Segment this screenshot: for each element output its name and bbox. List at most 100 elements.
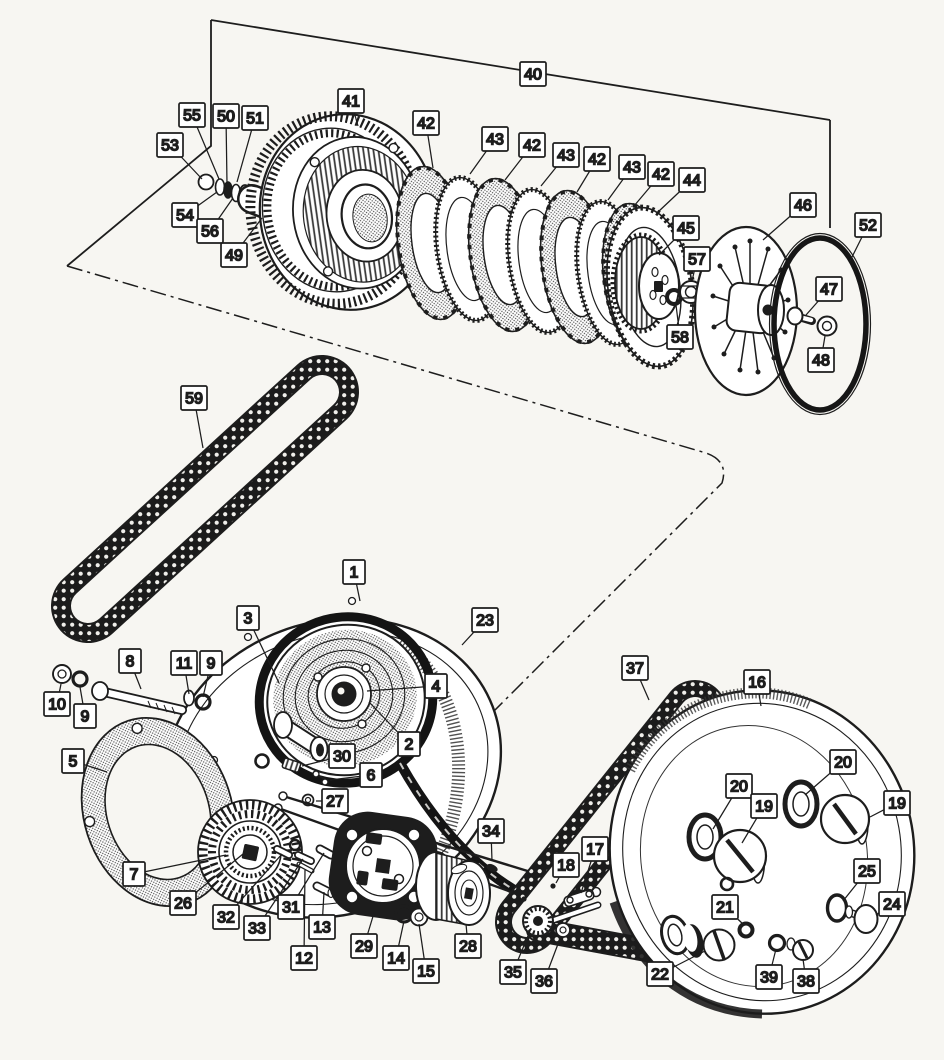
callout-number: 6 [367,768,376,785]
callout-number: 43 [486,132,504,149]
callout-39: 39 [755,964,783,990]
oil-cap-22 [702,928,736,962]
seal-ring-21 [737,921,755,939]
spring-nut [816,315,838,337]
pins-6 [312,770,329,786]
callout-20: 20 [725,773,753,799]
callout-number: 37 [626,661,644,678]
callout-number: 42 [417,116,435,133]
callout-number: 46 [794,198,812,215]
callout-number: 16 [748,675,766,692]
callout-number: 27 [326,794,344,811]
callout-8: 8 [118,648,142,674]
callout-2: 2 [397,731,421,757]
callout-36: 36 [530,968,558,994]
callout-37: 37 [621,655,649,681]
callout-9: 9 [199,650,223,676]
link-pin-18 [550,883,556,889]
callout-53: 53 [156,132,184,158]
callout-number: 42 [588,152,606,169]
washer-39 [767,933,787,953]
callout-number: 12 [295,951,313,968]
callout-43: 43 [552,142,580,168]
callout-33: 33 [243,915,271,941]
callout-23: 23 [471,607,499,633]
callout-40: 40 [519,61,547,87]
callout-number: 51 [246,111,264,128]
callout-number: 19 [888,796,906,813]
screw-24 [844,904,879,934]
callout-12: 12 [290,945,318,971]
callout-19: 19 [883,790,911,816]
callout-number: 57 [688,252,706,269]
callout-24: 24 [878,891,906,917]
callout-number: 45 [677,221,695,238]
callout-number: 20 [834,755,852,772]
callout-54: 54 [171,202,199,228]
callout-number: 9 [207,656,216,673]
callout-number: 38 [797,974,815,991]
callout-number: 11 [176,656,193,673]
callout-4: 4 [424,673,448,699]
callout-number: 44 [683,173,701,190]
callout-13: 13 [308,914,336,940]
clutch-drum [415,851,491,926]
nut-10 [52,664,72,684]
callout-number: 28 [459,939,477,956]
callout-number: 23 [476,613,494,630]
callout-number: 15 [417,964,435,981]
callout-number: 13 [313,920,331,937]
callout-number: 49 [225,248,243,265]
callout-number: 25 [858,864,876,881]
callout-35: 35 [499,959,527,985]
callout-number: 4 [432,679,441,696]
callout-50: 50 [212,103,240,129]
callout-number: 10 [48,697,66,714]
callout-number: 9 [81,709,90,726]
stud-cluster [273,838,336,899]
cover-gasket [80,716,236,908]
callout-number: 56 [201,224,219,241]
plug-screw-19-left [712,828,768,892]
callout-10: 10 [43,691,71,717]
callout-11: 11 [170,650,198,676]
screw-38 [786,937,814,961]
washer-9 [71,670,89,688]
callout-number: 18 [557,858,575,875]
callout-number: 43 [623,160,641,177]
callout-25: 25 [853,858,881,884]
callout-42: 42 [518,132,546,158]
callout-5: 5 [61,748,85,774]
callout-number: 24 [883,897,901,914]
clutch-shoe-carrier [328,811,438,921]
long-bolt-and-washers [52,664,212,715]
callout-number: 8 [126,654,135,671]
callout-44: 44 [678,167,706,193]
callout-number: 19 [755,799,773,816]
tensioner-bolt-36 [555,922,571,938]
plug-screw-19-right [819,793,871,845]
chain-tensioner [521,883,602,938]
callout-number: 17 [586,842,604,859]
callout-number: 48 [812,353,830,370]
callout-45: 45 [672,215,700,241]
callout-number: 3 [244,611,253,628]
callout-58: 58 [666,324,694,350]
callout-1: 1 [342,559,366,585]
callout-59: 59 [180,385,208,411]
callout-51: 51 [241,105,269,131]
callout-number: 36 [535,974,553,991]
callout-32: 32 [212,904,240,930]
clutch-hub [610,232,680,334]
callout-number: 35 [504,965,522,982]
callout-43: 43 [481,126,509,152]
callout-number: 22 [651,967,669,984]
callout-27: 27 [321,788,349,814]
callout-43: 43 [618,154,646,180]
callout-number: 31 [282,900,300,917]
callout-22: 22 [646,961,674,987]
callout-number: 42 [523,138,541,155]
callout-56: 56 [196,218,224,244]
callout-46: 46 [789,192,817,218]
